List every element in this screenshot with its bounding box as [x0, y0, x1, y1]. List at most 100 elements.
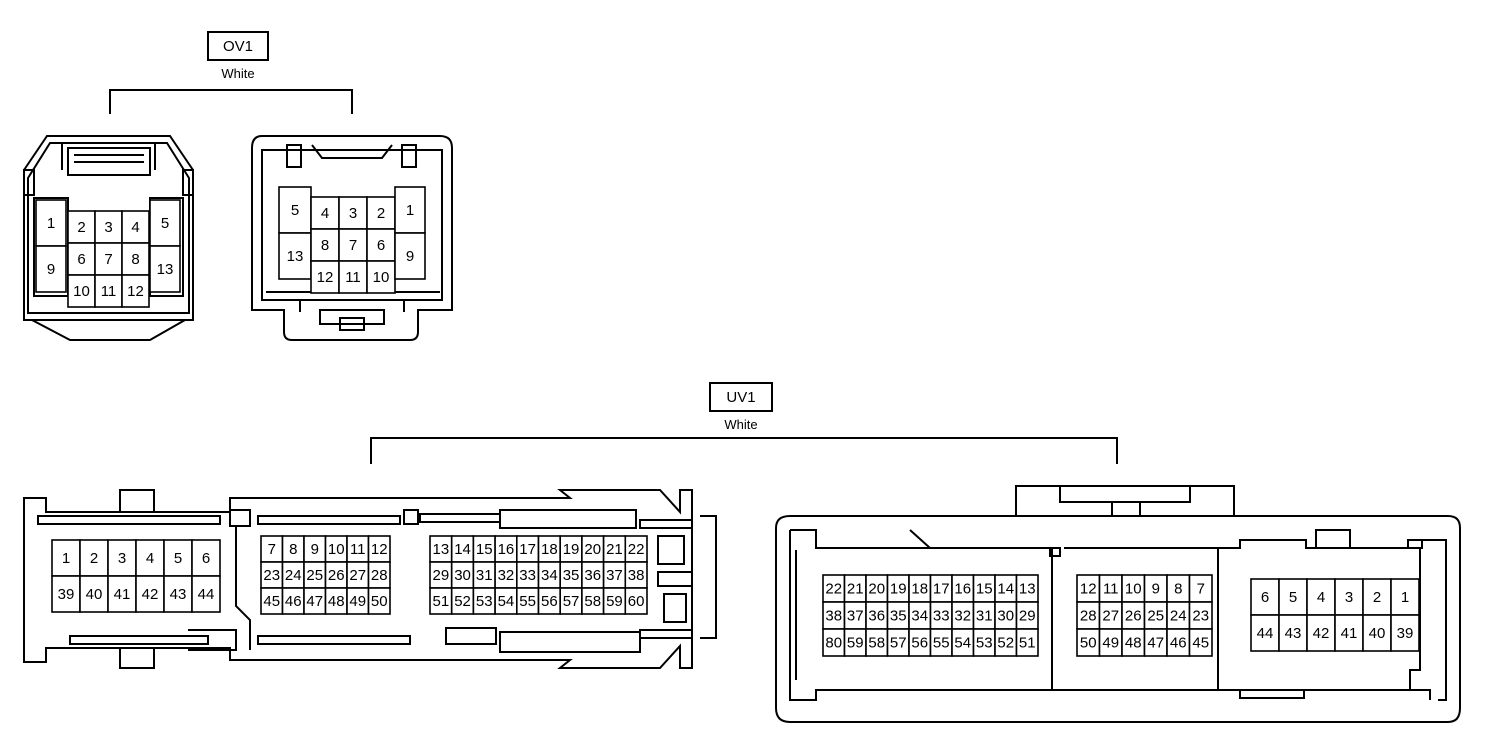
uv1-color: White [724, 417, 757, 432]
uv1-male-housing [775, 485, 1461, 723]
pin-cell: 24 [1166, 601, 1191, 630]
pin-cell: 56 [908, 628, 932, 657]
pin-number: 58 [868, 635, 885, 652]
uv1-name: UV1 [726, 389, 755, 406]
pin-cell: 3 [1334, 578, 1364, 616]
pin-number: 56 [541, 593, 558, 610]
pin-number: 33 [933, 608, 950, 625]
pin-cell: 8 [281, 535, 305, 563]
pin-cell: 59 [843, 628, 867, 657]
pin-number: 6 [377, 237, 385, 254]
pin-cell: 9 [303, 535, 327, 563]
pin-cell: 4 [1306, 578, 1336, 616]
pin-number: 38 [628, 567, 645, 584]
pin-cell: 18 [908, 574, 932, 603]
pin-number: 13 [433, 541, 450, 558]
pin-cell: 6 [67, 242, 96, 276]
pin-number: 21 [606, 541, 623, 558]
pin-cell: 4 [310, 196, 340, 230]
pin-cell: 29 [1015, 601, 1039, 630]
pin-cell: 27 [1098, 601, 1123, 630]
pin-cell: 35 [559, 561, 583, 589]
pin-cell: 1 [394, 186, 426, 234]
pin-cell: 3 [107, 539, 137, 577]
pin-number: 35 [890, 608, 907, 625]
pin-number: 19 [563, 541, 580, 558]
pin-cell: 39 [51, 575, 81, 613]
pin-cell: 31 [472, 561, 496, 589]
pin-cell: 13 [278, 232, 312, 280]
pin-cell: 52 [994, 628, 1018, 657]
pin-cell: 19 [886, 574, 910, 603]
pin-number: 43 [170, 586, 187, 603]
pin-cell: 28 [1076, 601, 1101, 630]
pin-cell: 42 [135, 575, 165, 613]
pin-cell: 21 [843, 574, 867, 603]
pin-cell: 7 [338, 228, 368, 262]
pin-number: 47 [1147, 635, 1164, 652]
pin-number: 2 [77, 219, 85, 236]
pin-number: 5 [291, 202, 299, 219]
pin-number: 7 [104, 251, 112, 268]
pin-cell: 11 [1098, 574, 1123, 603]
pin-number: 6 [1261, 589, 1269, 606]
pin-number: 22 [628, 541, 645, 558]
pin-cell: 34 [908, 601, 932, 630]
pin-number: 41 [1341, 625, 1358, 642]
pin-cell: 40 [1362, 614, 1392, 652]
pin-cell: 10 [67, 274, 96, 308]
pin-number: 28 [1080, 608, 1097, 625]
pin-number: 51 [433, 593, 450, 610]
pin-number: 48 [1125, 635, 1142, 652]
pin-cell: 44 [191, 575, 221, 613]
pin-number: 34 [911, 608, 928, 625]
pin-cell: 55 [515, 587, 540, 615]
pin-number: 9 [406, 248, 414, 265]
pin-cell: 56 [537, 587, 562, 615]
pin-cell: 2 [79, 539, 109, 577]
pin-cell: 3 [94, 210, 123, 244]
pin-cell: 3 [338, 196, 368, 230]
pin-number: 17 [933, 581, 950, 598]
pin-number: 42 [1313, 625, 1330, 642]
pin-cell: 43 [163, 575, 193, 613]
pin-number: 52 [997, 635, 1014, 652]
pin-number: 16 [954, 581, 971, 598]
pin-number: 38 [825, 608, 842, 625]
pin-cell: 15 [972, 574, 996, 603]
pin-cell: 38 [624, 561, 648, 589]
pin-cell: 11 [338, 260, 368, 294]
pin-number: 29 [433, 567, 450, 584]
pin-number: 59 [606, 593, 623, 610]
pin-cell: 49 [1098, 628, 1123, 657]
pin-number: 45 [263, 593, 280, 610]
pin-cell: 34 [537, 561, 562, 589]
pin-cell: 9 [35, 245, 67, 293]
pin-number: 3 [104, 219, 112, 236]
pin-number: 55 [519, 593, 536, 610]
pin-cell: 4 [135, 539, 165, 577]
pin-cell: 20 [865, 574, 889, 603]
pin-number: 34 [541, 567, 558, 584]
pin-number: 3 [349, 205, 357, 222]
pin-number: 50 [371, 593, 388, 610]
pin-cell: 14 [450, 535, 475, 563]
pin-cell: 51 [429, 587, 453, 615]
pin-cell: 5 [278, 186, 312, 234]
pin-number: 25 [306, 567, 323, 584]
pin-cell: 16 [494, 535, 518, 563]
pin-cell: 26 [1121, 601, 1146, 630]
pin-number: 4 [146, 550, 154, 567]
pin-number: 13 [1019, 581, 1036, 598]
pin-number: 58 [584, 593, 601, 610]
pin-cell: 80 [822, 628, 846, 657]
pin-number: 3 [1345, 589, 1353, 606]
pin-number: 51 [1019, 635, 1036, 652]
pin-number: 14 [997, 581, 1014, 598]
pin-number: 52 [454, 593, 471, 610]
pin-number: 19 [890, 581, 907, 598]
pin-cell: 8 [310, 228, 340, 262]
pin-number: 43 [1285, 625, 1302, 642]
pin-number: 9 [1152, 581, 1160, 598]
